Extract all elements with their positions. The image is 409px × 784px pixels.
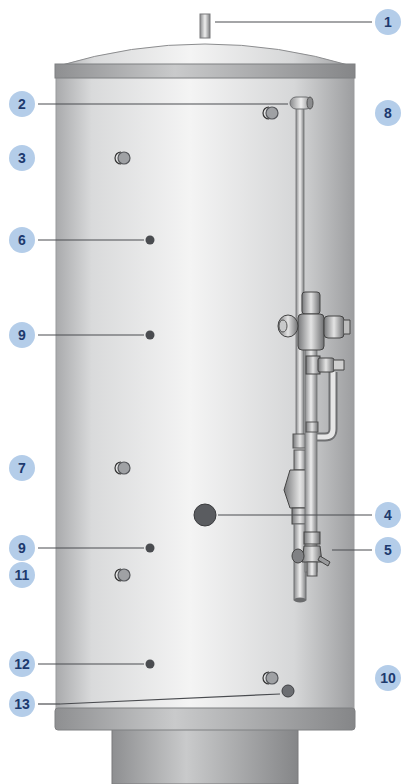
callout-number: 12 (9, 651, 35, 677)
callout-number: 11 (9, 562, 35, 588)
callout-number: 7 (9, 455, 35, 481)
callout-number: 2 (9, 91, 35, 117)
callout-number: 8 (375, 100, 401, 126)
callout-number: 5 (375, 537, 401, 563)
callout-number: 13 (9, 691, 35, 717)
callout-number: 9 (9, 322, 35, 348)
callout-number: 1 (375, 9, 401, 35)
callout-number: 6 (9, 227, 35, 253)
callout-number: 9 (9, 535, 35, 561)
callout-number: 3 (9, 145, 35, 171)
callout-number: 10 (375, 665, 401, 691)
callout-number: 4 (375, 502, 401, 528)
